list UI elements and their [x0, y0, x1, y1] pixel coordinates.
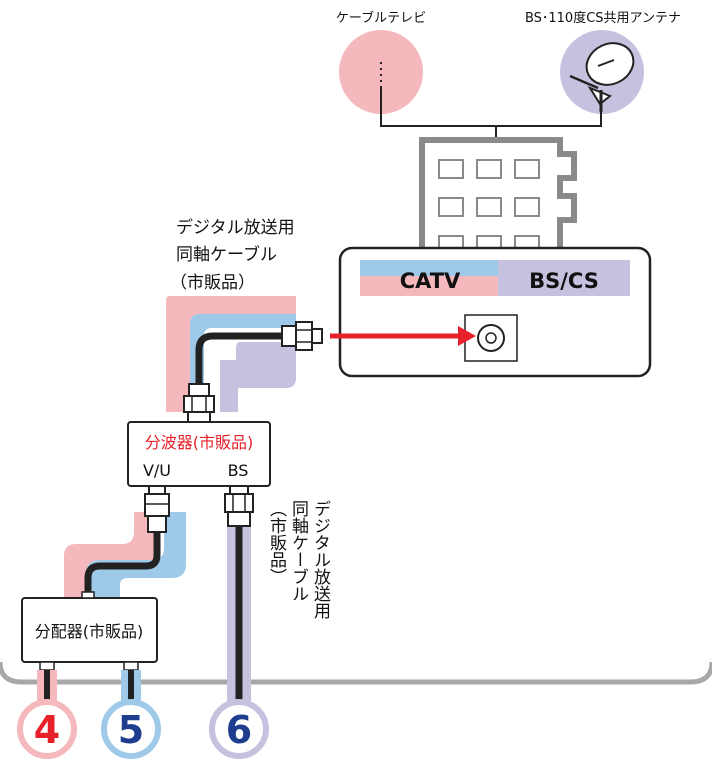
side-cable-label-col2: 同軸ケーブル [288, 500, 309, 602]
outlet-catv-label: CATV [400, 269, 461, 293]
splitter-bs-label: BS [228, 461, 249, 480]
top-band-pink [166, 296, 296, 412]
outlet-catv-band-blue [360, 260, 498, 276]
side-cable-label-col3: （市販品） [266, 500, 287, 585]
distributor-port-4 [39, 661, 55, 671]
distributor-input-port [81, 591, 95, 599]
splitter-vu-label: V/U [143, 461, 171, 480]
vu-band-pink [64, 512, 160, 600]
top-coax-cable [195, 332, 292, 392]
splitter-label: 分波器(市販品) [145, 433, 254, 452]
outlet-socket-pin [485, 332, 497, 344]
catv-source-circle [339, 30, 423, 114]
building-outline [419, 137, 577, 250]
splitter-box [127, 421, 271, 487]
outlet-bscs-label: BS/CS [529, 269, 599, 293]
side-cable-label: デジタル放送用 同軸ケーブル （市販品） [266, 500, 331, 620]
vu-connector [144, 485, 170, 533]
panel-outline [0, 661, 712, 685]
output-number-5: 5 [118, 708, 144, 752]
outlet-bscs-band [498, 260, 630, 296]
bs-connector [224, 485, 254, 527]
antenna-label: BS･110度CS共用アンテナ [525, 10, 681, 26]
distributor-port-5 [123, 661, 139, 671]
output-number-4: 4 [34, 708, 60, 752]
vu-coax-cable [84, 530, 161, 598]
output-badge-6 [209, 699, 269, 759]
outlet-catv-band-pink [360, 276, 498, 296]
distributor-label: 分配器(市販品) [35, 622, 144, 641]
side-cable-label-col1: デジタル放送用 [310, 500, 331, 620]
top-cable-connector [281, 321, 323, 351]
output-badge-4 [17, 699, 77, 759]
vu-band-blue [86, 512, 186, 600]
satellite-dish-icon [569, 42, 635, 112]
top-cable-label-line1: デジタル放送用 [176, 217, 295, 238]
splitter-input-connector [183, 383, 215, 423]
top-cable-label-line2: 同軸ケーブル [176, 244, 277, 265]
output-number-6: 6 [226, 708, 252, 752]
output-badge-5 [101, 699, 161, 759]
top-band-lavender-fill [220, 360, 296, 412]
source-wire [380, 88, 602, 127]
connect-arrow-head [458, 326, 476, 346]
catv-tv-label: ケーブルテレビ [336, 10, 426, 26]
top-band-lavender [220, 342, 296, 412]
building-windows [438, 159, 540, 251]
top-cable-label-line3: （市販品） [170, 273, 255, 293]
